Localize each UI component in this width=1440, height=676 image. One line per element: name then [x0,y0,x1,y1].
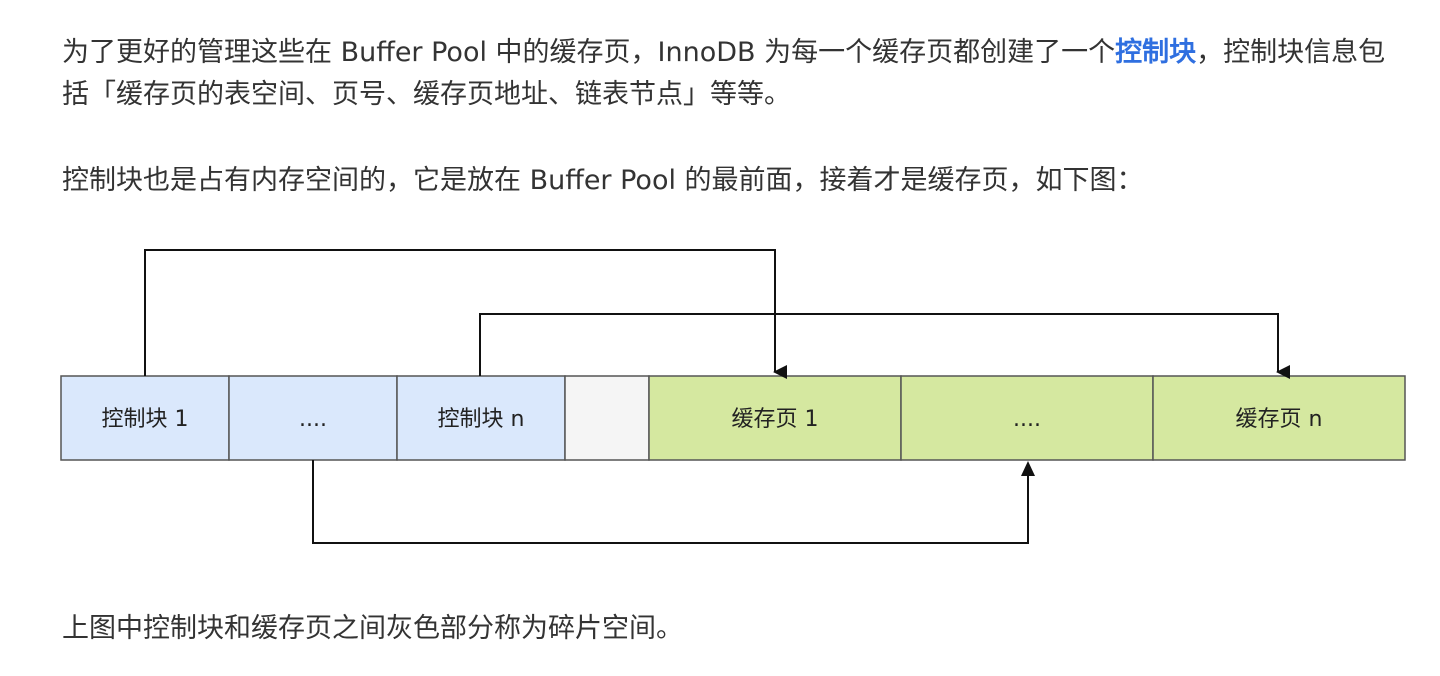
cell-page-ellipsis-label: .... [1013,407,1041,432]
cell-page-n [1152,375,1406,461]
cell-control-1-label: 控制块 1 [102,407,189,432]
cell-control-ellipsis-label: .... [299,407,327,432]
fragment-paragraph: 上图中控制块和缓存页之间灰色部分称为碎片空间。 [62,613,683,644]
pointer-arrow-middle [312,460,1029,544]
intro-text-after: ，控制块信息包括「缓存页的表空间、页号、缓存页地址、链表节点」等等。 [62,37,1386,110]
cell-control-1 [60,375,230,461]
cell-page-n-label: 缓存页 n [1236,407,1323,432]
control-block-link[interactable]: 控制块 [1115,37,1197,68]
pointer-arrow-middle-head [1021,461,1035,476]
cell-page-1-label: 缓存页 1 [732,407,819,432]
pointer-arrow-1 [144,249,787,379]
cell-control-n [396,375,566,461]
pointer-arrow-n [479,313,1290,379]
layout-paragraph: 控制块也是占有内存空间的，它是放在 Buffer Pool 的最前面，接着才是缓… [62,165,1144,196]
cell-fragment [564,375,650,461]
cells-row: 控制块 1.... 控制块 n 缓存页 1.... 缓存页 n [60,375,1406,461]
intro-text-before: 为了更好的管理这些在 Buffer Pool 中的缓存页，InnoDB 为每一个… [62,37,1116,68]
intro-paragraph: 为了更好的管理这些在 Buffer Pool 中的缓存页，InnoDB 为每一个… [62,32,1402,116]
cell-control-n-label: 控制块 n [438,407,525,432]
cell-page-1 [648,375,902,461]
cell-page-ellipsis [900,375,1154,461]
